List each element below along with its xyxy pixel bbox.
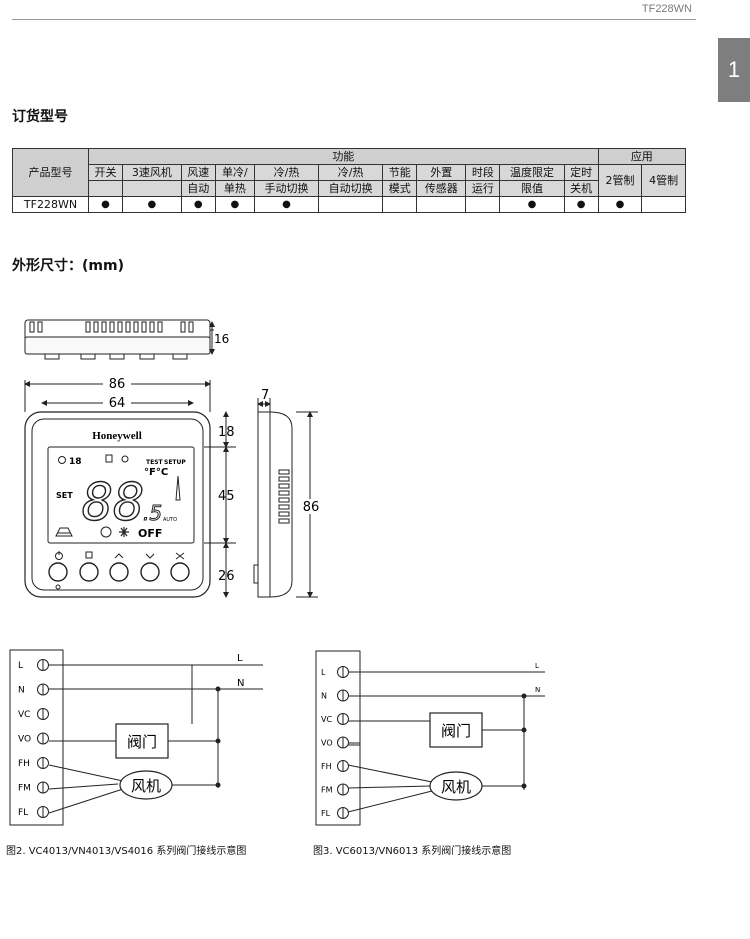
terminal-label: FM (18, 784, 31, 794)
col-model-header: 产品型号 (12, 148, 89, 197)
terminal-label: VO (321, 739, 333, 748)
mode-cool-icon (119, 527, 129, 537)
fan-bar-icon (175, 475, 181, 501)
dim-bottom-margin: 26 (218, 569, 235, 584)
terminal-label: N (321, 692, 327, 701)
chapter-tab: 1 (718, 38, 750, 102)
lcd-decimal: .5 (143, 501, 162, 525)
top-view-vents (29, 321, 194, 333)
fan-button[interactable] (170, 562, 190, 582)
top-view (24, 319, 215, 360)
function-col-header: 定时 (563, 164, 599, 181)
function-group-header: 功能 (88, 148, 599, 165)
function-col-header: 冷/热 (253, 164, 320, 181)
lock-icon (105, 454, 113, 463)
function-col-header-line2 (122, 180, 182, 197)
lcd-test: TEST (146, 459, 164, 466)
dim-top-depth: 16 (214, 332, 229, 346)
lcd-off: OFF (138, 527, 162, 540)
header-rule (12, 19, 696, 20)
function-col-header-line2: 限值 (499, 180, 565, 197)
fan-label-fig3: 风机 (441, 778, 471, 796)
wiring-diagram-fig3: L N VC VO FH FM FL 阀门 风机 L N (315, 650, 545, 826)
terminal-label: L (321, 668, 326, 677)
application-col-header: 4管制 (641, 164, 686, 197)
table-cell: ● (563, 196, 599, 213)
table-cell (641, 196, 686, 213)
valve-label-fig3: 阀门 (441, 722, 471, 740)
order-section-title: 订货型号 (12, 109, 68, 125)
terminal-label: N (18, 686, 25, 696)
terminal-label: L (18, 661, 23, 671)
line-n-label: N (237, 678, 244, 689)
wiring-diagram-fig2: L N VC VO FH FM FL 阀门 风机 L N (9, 649, 263, 826)
line-l-label: L (237, 653, 243, 664)
dim-lcd-height: 45 (218, 489, 235, 504)
front-view: Honeywell 18 TEST SETUP °F°C SET 88 .5 A… (24, 411, 211, 598)
function-col-header-line2: 传感器 (416, 180, 467, 197)
fan-ellipse (119, 770, 173, 800)
terminal-label: VC (18, 710, 30, 720)
power-button[interactable] (48, 562, 68, 582)
terminal-label: FL (18, 808, 28, 818)
line-l-label-fig3: L (535, 662, 539, 670)
up-button[interactable] (109, 562, 129, 582)
table-cell (382, 196, 418, 213)
line-n-label-fig3: N (535, 686, 540, 694)
mode-fan-icon (100, 526, 112, 538)
dim-side-depth: 7 (261, 388, 269, 403)
table-cell: ● (87, 196, 124, 213)
caption-fig2: 图2. VC4013/VN4013/VS4016 系列阀门接线示意图 (6, 846, 247, 857)
down-button[interactable] (140, 562, 160, 582)
side-view-vents (278, 469, 290, 524)
valve-label: 阀门 (127, 733, 157, 751)
dim-top-margin: 18 (218, 425, 235, 440)
sun-icon (121, 455, 129, 463)
terminal-label: FL (321, 809, 331, 818)
clock-icon (58, 456, 66, 464)
lcd-display (47, 446, 195, 544)
mode-heat-icon (55, 527, 73, 537)
dim-width-outer: 86 (109, 377, 126, 392)
terminal-label: VO (18, 735, 31, 745)
lcd-auto: AUTO (163, 517, 177, 523)
dimension-section-title: 外形尺寸：(mm) (12, 258, 124, 274)
mode-button[interactable] (79, 562, 99, 582)
button-icons (55, 551, 185, 560)
fan-label: 风机 (131, 777, 161, 795)
function-col-header-line2: 运行 (465, 180, 501, 197)
row-model: TF228WN (12, 196, 89, 213)
brand-logo: Honeywell (92, 430, 142, 442)
table-cell: ● (214, 196, 255, 213)
table-cell (465, 196, 501, 213)
lcd-set: SET (56, 491, 73, 500)
function-col-header: 单冷/ (214, 164, 255, 181)
lcd-small-digits: 18 (69, 457, 82, 467)
function-col-header: 节能 (382, 164, 418, 181)
side-view (253, 398, 318, 598)
valve-box (115, 723, 169, 759)
function-col-header-line2 (87, 180, 124, 197)
dim-side-height: 86 (303, 500, 320, 515)
height-dim-lines (204, 411, 236, 598)
terminal-label: FH (18, 759, 30, 769)
lcd-unit: °F°C (144, 467, 168, 478)
function-col-header: 温度限定 (499, 164, 565, 181)
terminal-label: FH (321, 762, 332, 771)
lcd-setup: SETUP (164, 459, 186, 466)
lcd-digits: 88 (82, 473, 145, 533)
function-col-header-line2: 模式 (382, 180, 418, 197)
function-col-header-line2: 单热 (214, 180, 255, 197)
terminal-label: VC (321, 715, 332, 724)
terminal-label: FM (321, 786, 333, 795)
fan-ellipse-fig3 (429, 771, 483, 801)
model-code: TF228WN (641, 3, 692, 15)
dim-width-inner: 64 (109, 396, 126, 411)
valve-box-fig3 (429, 712, 483, 748)
caption-fig3: 图3. VC6013/VN6013 系列阀门接线示意图 (313, 846, 512, 857)
